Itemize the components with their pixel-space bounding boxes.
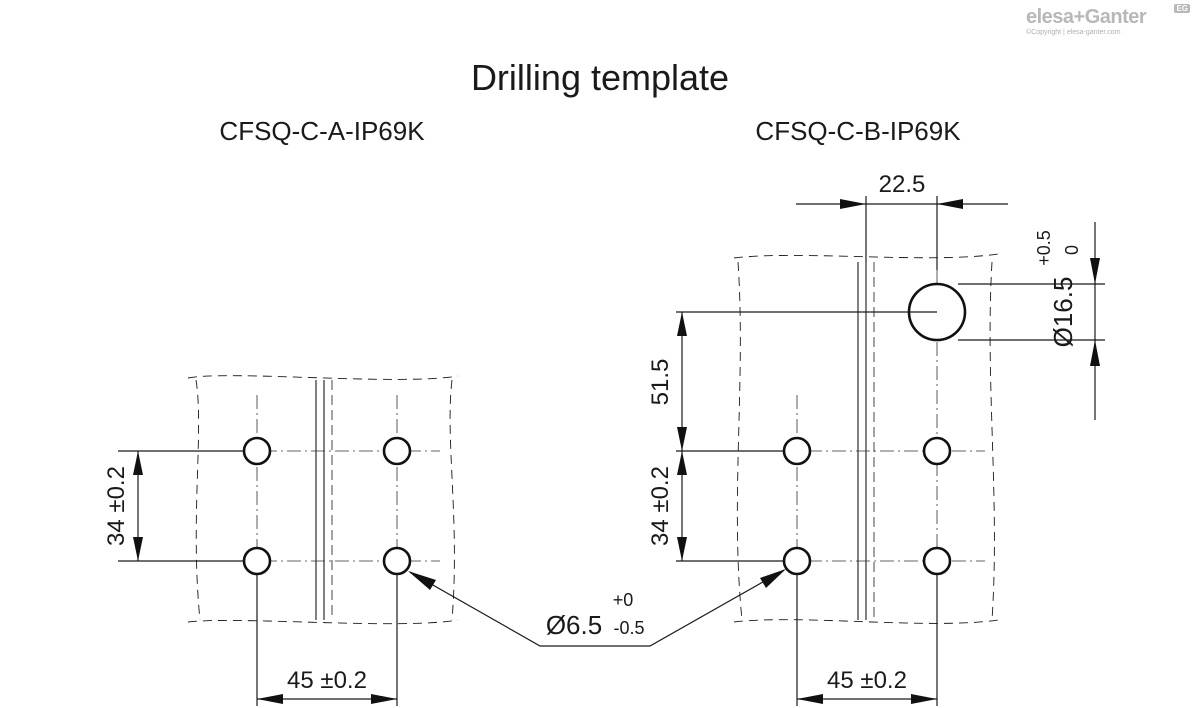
logo-copyright: ©Copyright | elesa-ganter.com	[1026, 29, 1121, 36]
hole-left-bottom-right	[382, 546, 412, 576]
hole-left-bottom-left	[242, 546, 272, 576]
hole-right-top-left	[782, 436, 812, 466]
logo-badge: EG	[1174, 4, 1190, 13]
left-holes	[242, 436, 412, 576]
left-dim-horizontal-label: 45 ±0.2	[287, 667, 367, 694]
right-dim-vertical-lower-label: 34 ±0.2	[647, 466, 674, 546]
left-view-outline	[187, 375, 459, 625]
right-dim-horizontal-label: 45 ±0.2	[827, 667, 907, 694]
diagram-title: Drilling template	[471, 57, 729, 98]
small-hole-diameter-label: Ø6.5	[546, 610, 602, 640]
right-view-label: CFSQ-C-B-IP69K	[755, 116, 961, 146]
small-hole-callout: Ø6.5 +0 -0.5	[408, 569, 786, 647]
left-view-label: CFSQ-C-A-IP69K	[219, 116, 425, 146]
hole-left-top-right	[382, 436, 412, 466]
right-dim-vertical-upper: 51.5	[647, 311, 937, 452]
right-dim-top: 22.5	[796, 171, 1008, 270]
big-hole-tol-upper: +0.5	[1034, 230, 1054, 266]
left-dim-vertical-label: 34 ±0.2	[103, 466, 130, 546]
hole-right-top-right	[922, 436, 952, 466]
hole-left-top-left	[242, 436, 272, 466]
big-hole-tol-lower: 0	[1062, 245, 1082, 255]
left-center-lines	[215, 395, 440, 610]
brand-logo: elesa+Ganter ©Copyright | elesa-ganter.c…	[1026, 4, 1190, 36]
right-dim-top-label: 22.5	[879, 171, 926, 198]
small-hole-tol-lower: -0.5	[613, 618, 644, 638]
small-hole-tol-upper: +0	[613, 590, 634, 610]
right-dim-vertical-upper-label: 51.5	[647, 359, 674, 406]
right-view-outline	[733, 253, 999, 624]
hole-right-bottom-left	[782, 546, 812, 576]
big-hole-diameter-label: Ø16.5	[1048, 277, 1078, 348]
logo-wordmark: elesa+Ganter	[1026, 6, 1147, 28]
hole-right-bottom-right	[922, 546, 952, 576]
right-holes	[782, 436, 952, 576]
left-dim-horizontal: 45 ±0.2	[256, 575, 398, 706]
right-big-hole-group: Ø16.5 +0.5 0	[907, 222, 1105, 420]
right-dim-vertical-lower: 34 ±0.2	[647, 451, 785, 562]
right-dim-horizontal: 45 ±0.2	[796, 575, 938, 706]
left-dim-vertical: 34 ±0.2	[103, 450, 245, 562]
